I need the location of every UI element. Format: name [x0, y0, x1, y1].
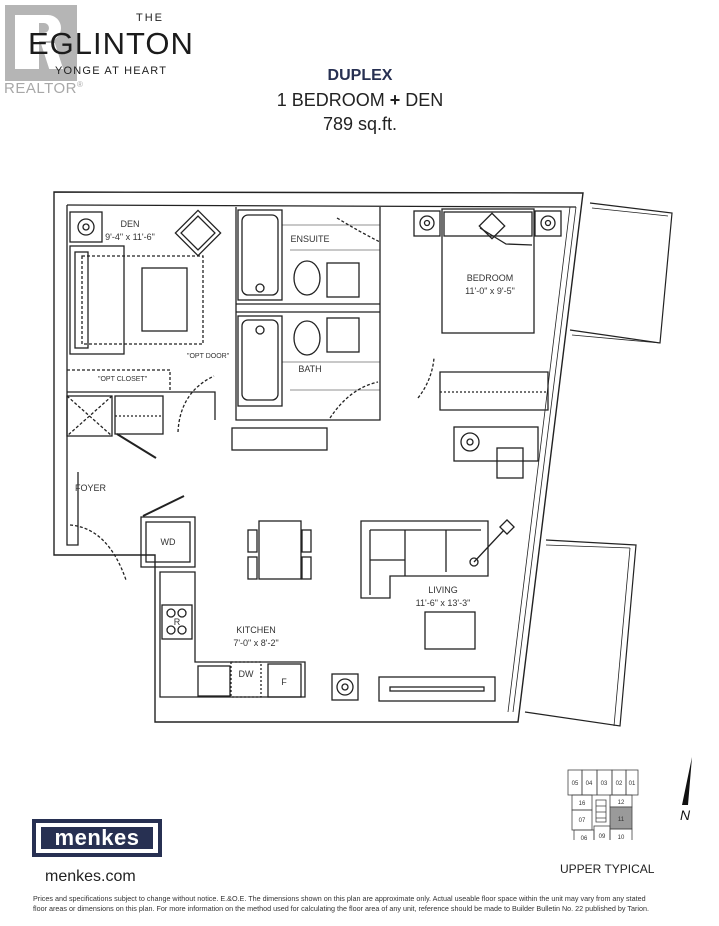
svg-text:11: 11 [618, 817, 625, 823]
svg-text:09: 09 [599, 834, 606, 840]
brand-name: EGLINTON [28, 26, 194, 61]
key-plan: 05 04 03 02 01 16 12 07 11 06 09 10 [567, 769, 639, 840]
svg-text:03: 03 [601, 781, 608, 787]
opt-closet-label: "OPT CLOSET" [98, 376, 148, 383]
svg-text:01: 01 [629, 781, 636, 787]
room-bath: BATH [298, 364, 322, 374]
svg-text:N: N [680, 807, 691, 823]
unit-rooms: 1 BEDROOM + DEN [276, 90, 444, 110]
disclaimer: Prices and specifications subject to cha… [33, 894, 649, 913]
brand-prefix: THE [136, 12, 164, 24]
range: R [173, 617, 181, 627]
room-ensuite: ENSUITE [290, 234, 330, 244]
keyplan-label: UPPER TYPICAL [560, 862, 655, 876]
opt-door-label: "OPT DOOR" [187, 353, 230, 360]
developer-url[interactable]: menkes.com [45, 868, 136, 885]
svg-text:05: 05 [572, 781, 579, 787]
menkes-logo: menkes [32, 819, 162, 857]
realtor-wordmark: REALTOR® [4, 80, 84, 97]
fridge: F [281, 677, 287, 687]
svg-text:02: 02 [616, 781, 623, 787]
dishwasher: DW [238, 669, 254, 679]
svg-text:04: 04 [586, 781, 593, 787]
washer-dryer: WD [160, 537, 176, 547]
svg-text:12: 12 [618, 800, 625, 806]
north-arrow-icon: N [680, 757, 692, 823]
svg-text:16: 16 [579, 801, 586, 807]
realtor-logo [5, 5, 77, 81]
svg-text:10: 10 [618, 835, 625, 840]
unit-type: DUPLEX [327, 67, 393, 84]
svg-text:06: 06 [581, 836, 588, 840]
unit-area: 789 sq.ft. [322, 114, 398, 134]
room-foyer: FOYER [75, 483, 107, 493]
svg-text:07: 07 [579, 818, 586, 824]
brand-tagline: YONGE AT HEART [55, 65, 168, 77]
